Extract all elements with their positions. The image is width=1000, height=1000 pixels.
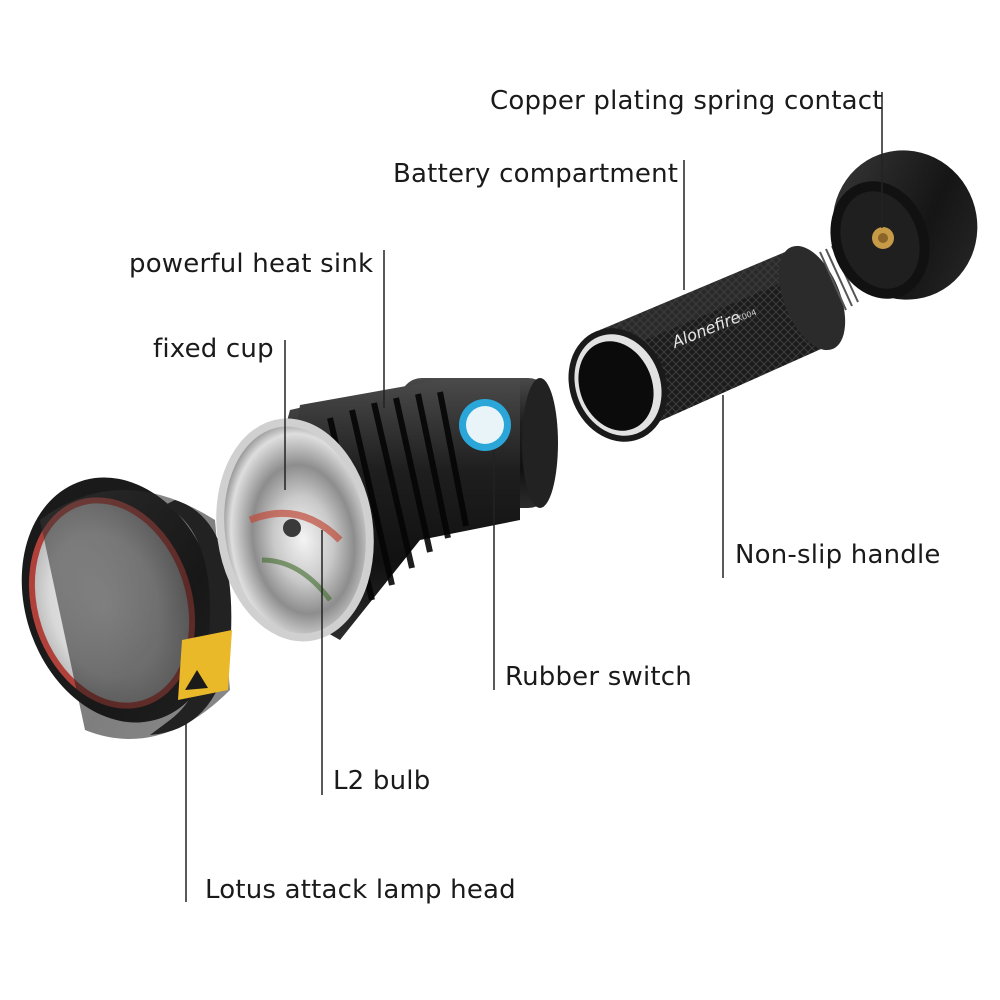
label-heat-sink: powerful heat sink bbox=[129, 249, 374, 279]
lamp-head bbox=[216, 378, 558, 642]
label-bulb: L2 bulb bbox=[333, 766, 431, 796]
label-battery-compartment: Battery compartment bbox=[393, 159, 679, 189]
label-fixed-cup: fixed cup bbox=[153, 334, 274, 364]
bezel-ring bbox=[21, 477, 232, 739]
battery-tube: Alonefire X004 bbox=[568, 245, 859, 442]
label-handle: Non-slip handle bbox=[735, 540, 941, 570]
label-switch: Rubber switch bbox=[505, 662, 692, 692]
leader-lines bbox=[185, 92, 883, 902]
label-lamp-head: Lotus attack lamp head bbox=[205, 875, 516, 905]
l2-bulb bbox=[283, 519, 301, 537]
tail-cap bbox=[830, 150, 978, 300]
label-spring-contact: Copper plating spring contact bbox=[490, 86, 883, 116]
